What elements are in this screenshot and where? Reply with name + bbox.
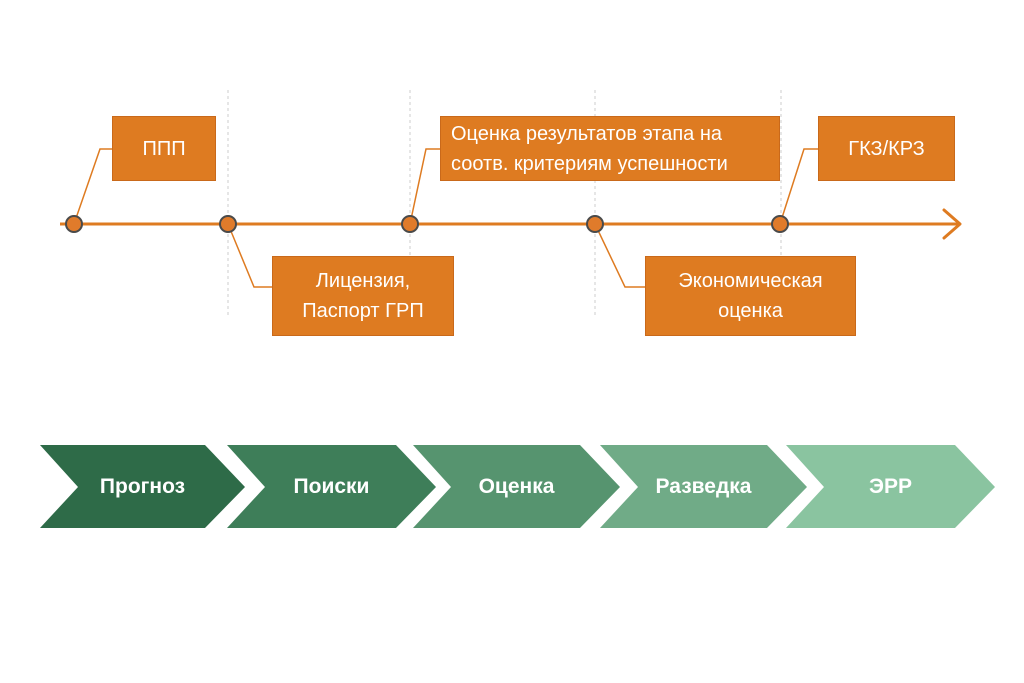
stage-label-forecast: Прогноз bbox=[99, 475, 186, 498]
stage-label-search: Поиски bbox=[293, 475, 370, 498]
milestone-point bbox=[771, 215, 789, 233]
leader-line bbox=[594, 223, 645, 288]
stage-chevron bbox=[786, 445, 995, 528]
timeline-arrowhead-icon bbox=[942, 208, 962, 240]
stage-chevron bbox=[600, 445, 807, 528]
leader-line bbox=[73, 148, 112, 225]
milestone-label-economic: Экономическая оценка bbox=[645, 256, 856, 336]
leader-line bbox=[779, 148, 818, 225]
stage-label-exploration: Разведка bbox=[655, 475, 752, 498]
milestone-point bbox=[586, 215, 604, 233]
milestone-point bbox=[219, 215, 237, 233]
milestone-label-ppp: ППП bbox=[112, 116, 216, 181]
milestone-label-gkz: ГКЗ/КРЗ bbox=[818, 116, 955, 181]
stage-label-assessment: Оценка bbox=[478, 475, 555, 498]
milestone-label-license: Лицензия, Паспорт ГРП bbox=[272, 256, 454, 336]
milestone-label-evaluation: Оценка результатов этапа на соотв. крите… bbox=[440, 116, 780, 181]
leader-line bbox=[227, 223, 272, 288]
leader-line bbox=[409, 148, 440, 225]
milestone-point bbox=[65, 215, 83, 233]
stage-chevron bbox=[227, 445, 436, 528]
milestone-point bbox=[401, 215, 419, 233]
stage-chevron bbox=[40, 445, 245, 528]
stage-label-err: ЭРР bbox=[869, 475, 912, 498]
stage-chevron bbox=[413, 445, 620, 528]
